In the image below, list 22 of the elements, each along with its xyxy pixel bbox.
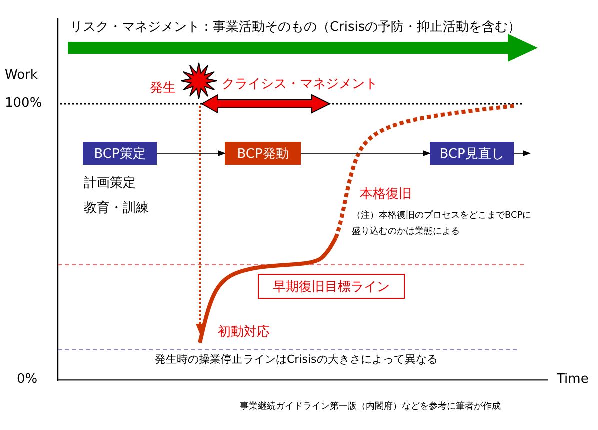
caption: 事業継続ガイドライン第一版（内閣府）などを参考に筆者が作成 [240, 402, 501, 413]
axis-label: Work [5, 68, 38, 84]
note-text: 発生時の操業停止ラインはCrisisの大きさによって異なる [155, 353, 438, 366]
note-text: （注）本格復旧のプロセスをどこまでBCPに盛り込むのかは業態による [352, 209, 532, 240]
target-box: 早期復旧目標ライン [258, 274, 405, 299]
phase-label: 本格復旧 [360, 187, 412, 203]
event-label: 発生 [150, 81, 176, 97]
arrow [300, 150, 431, 156]
tick-label: 100% [5, 96, 42, 112]
arrow [156, 150, 226, 156]
phase-label: 初動対応 [218, 325, 270, 341]
process-box: BCP発動 [225, 142, 301, 165]
arrow [514, 150, 531, 156]
note-text: 計画策定 [84, 176, 136, 192]
note-text: 教育・訓練 [84, 201, 149, 217]
process-box: BCP見直し [430, 142, 514, 165]
burst-icon [181, 62, 217, 100]
phase-label: クライシス・マネジメント [222, 77, 378, 93]
tick-label: 0% [17, 372, 38, 388]
process-box: BCP策定 [83, 142, 157, 165]
axis-label: Time [557, 372, 589, 388]
banner-text: リスク・マネジメント：事業活動そのもの（Crisisの予防・抑止活動を含む） [70, 20, 522, 36]
